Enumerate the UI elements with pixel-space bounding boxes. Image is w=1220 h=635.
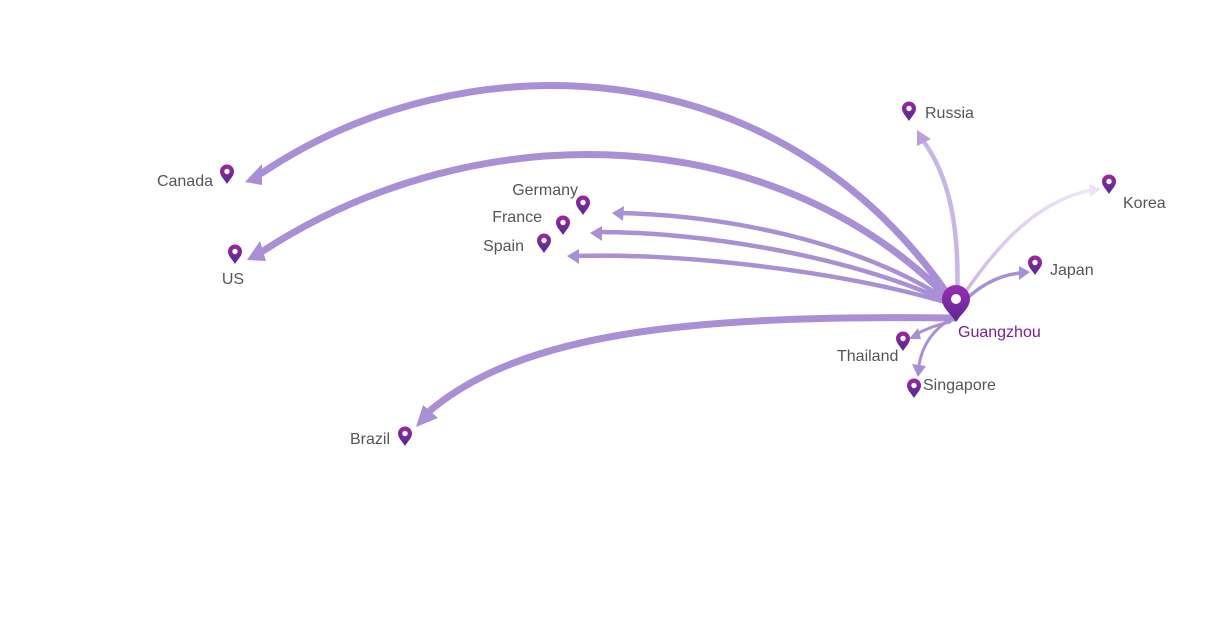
map-pin-icon <box>576 195 590 215</box>
destination-label: Russia <box>925 105 974 122</box>
map-pin-icon <box>942 285 970 322</box>
route-to-japan <box>960 271 1022 305</box>
marker-germany[interactable]: Germany <box>512 182 590 215</box>
map-pin-icon <box>907 378 921 398</box>
route-arrow-germany <box>612 206 624 221</box>
route-arrow-thailand <box>909 328 921 339</box>
route-to-us <box>259 151 959 309</box>
destination-label: Spain <box>483 238 524 255</box>
route-to-germany <box>617 210 958 308</box>
destination-label: France <box>492 209 542 226</box>
route-arrow-us <box>247 241 266 261</box>
map-pin-icon <box>1028 255 1042 275</box>
marker-japan[interactable]: Japan <box>1028 255 1094 280</box>
map-pin-icon <box>1102 174 1116 194</box>
map-pin-icon <box>556 215 570 235</box>
map-pin-icon <box>902 101 916 121</box>
map-pin-icon <box>220 164 234 184</box>
map-pin-icon <box>537 233 551 253</box>
map-pin-icon <box>398 426 412 446</box>
destination-label: Korea <box>1123 195 1166 212</box>
route-arrow-singapore <box>912 364 926 377</box>
route-to-spain <box>572 253 958 308</box>
route-to-russia <box>918 135 960 303</box>
marker-canada[interactable]: Canada <box>157 164 234 191</box>
route-arrow-france <box>590 226 602 241</box>
route-arrow-canada <box>245 164 262 185</box>
marker-spain[interactable]: Spain <box>483 233 551 256</box>
marker-brazil[interactable]: Brazil <box>350 426 412 449</box>
routes-layer <box>245 82 1101 427</box>
marker-korea[interactable]: Korea <box>1102 174 1166 213</box>
marker-russia[interactable]: Russia <box>902 101 974 123</box>
destination-label: Brazil <box>350 431 390 448</box>
destination-label: Thailand <box>837 348 898 365</box>
route-to-singapore <box>917 316 954 367</box>
destination-label: US <box>222 271 244 288</box>
marker-singapore[interactable]: Singapore <box>907 377 996 398</box>
route-to-brazil <box>421 314 959 419</box>
origin-label: Guangzhou <box>958 324 1041 341</box>
route-arrow-russia <box>917 130 931 146</box>
route-arrow-japan <box>1019 266 1030 280</box>
destination-label: Singapore <box>923 377 996 394</box>
route-to-canada <box>258 82 959 309</box>
route-arrow-spain <box>567 249 579 264</box>
origin-marker[interactable]: Guangzhou <box>942 285 1041 341</box>
route-to-korea <box>958 188 1094 302</box>
route-arrow-korea <box>1089 184 1101 197</box>
route-arrow-brazil <box>416 405 438 427</box>
destination-label: Japan <box>1050 262 1094 279</box>
marker-france[interactable]: France <box>492 209 570 235</box>
destinations-layer: Canada US Brazil Germany France Spain Ru… <box>157 101 1166 449</box>
marker-us[interactable]: US <box>222 244 244 289</box>
destination-label: Canada <box>157 173 213 190</box>
route-to-france <box>595 229 958 308</box>
destination-label: Germany <box>512 182 578 199</box>
map-pin-icon <box>228 244 242 264</box>
marker-thailand[interactable]: Thailand <box>837 331 910 366</box>
